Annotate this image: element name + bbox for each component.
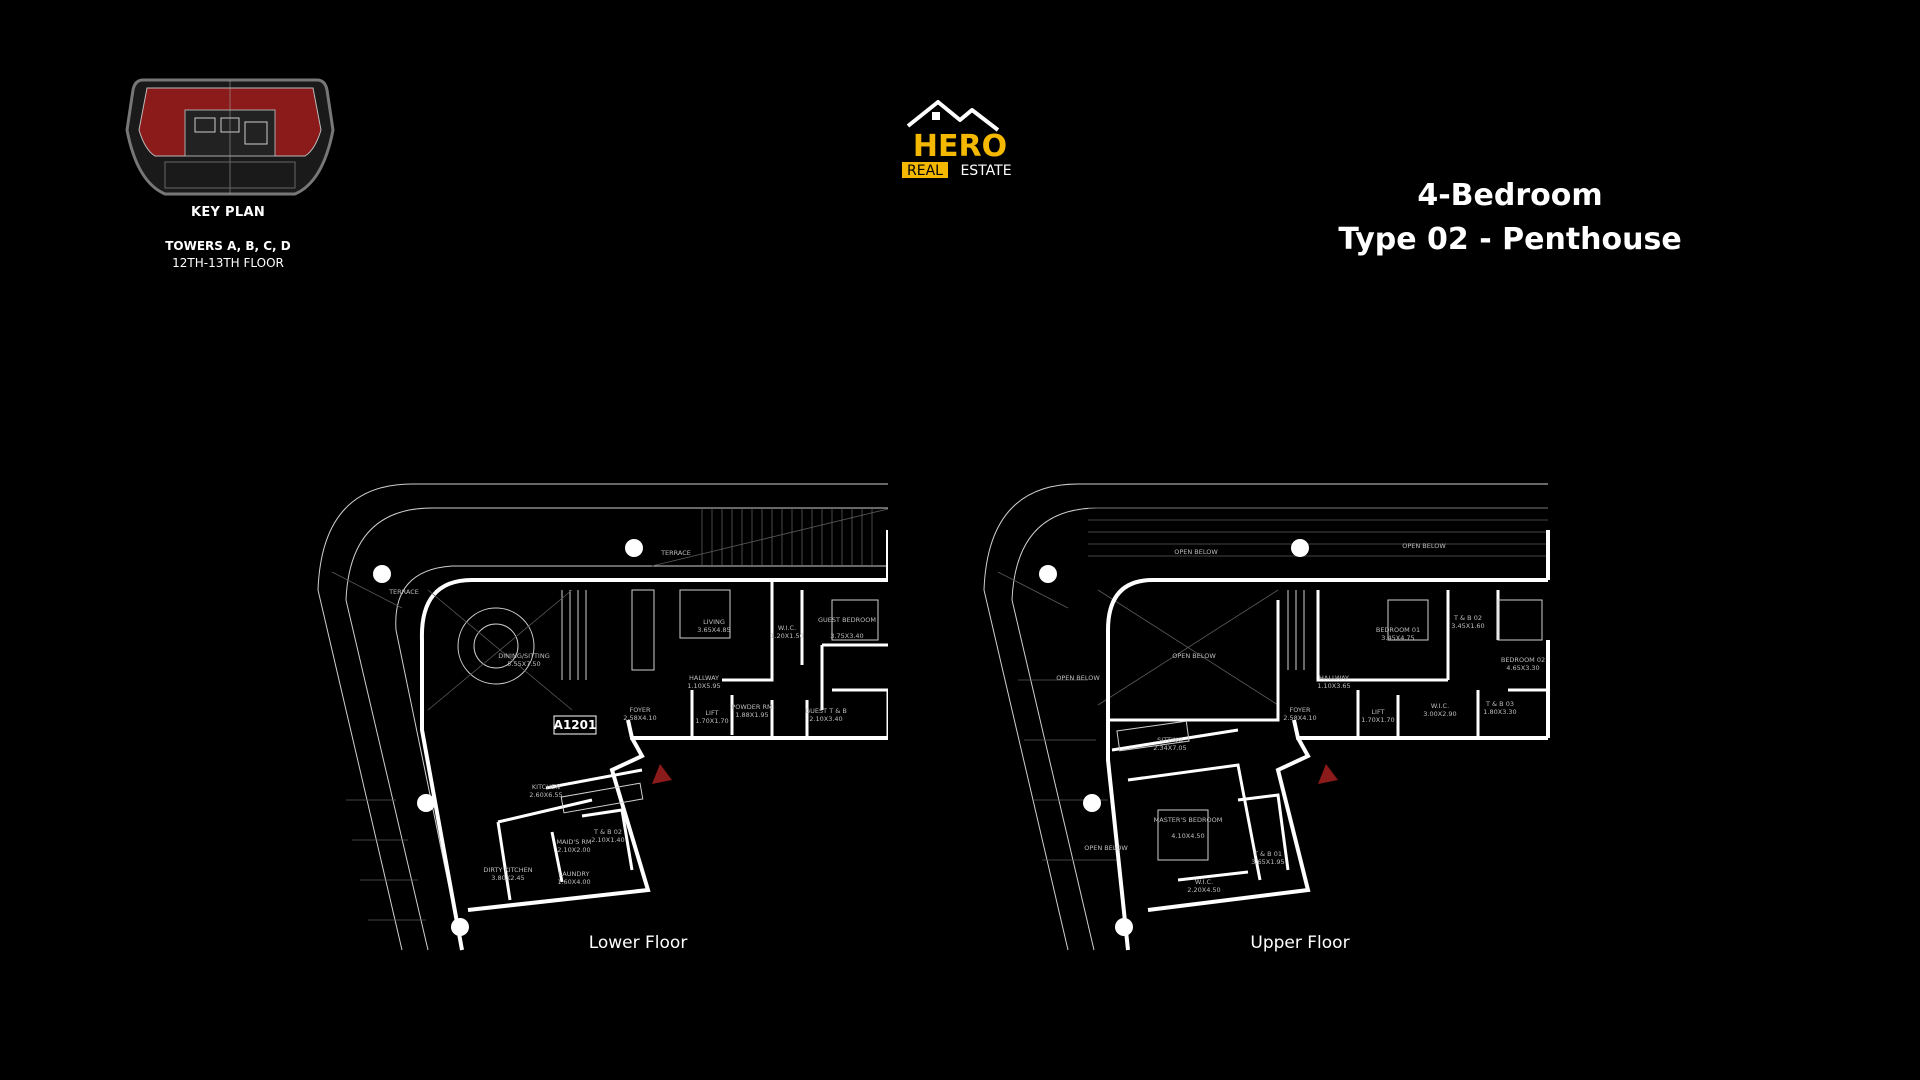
entry-marker-icon xyxy=(652,764,672,784)
svg-text:3.45X4.75: 3.45X4.75 xyxy=(1381,634,1414,642)
room-tb02: T & B 02 xyxy=(1453,614,1482,622)
room-tb02: T & B 02 xyxy=(593,828,622,836)
room-dirty-kitchen: DIRTY KITCHEN xyxy=(483,866,532,874)
svg-text:3.80X2.45: 3.80X2.45 xyxy=(491,874,524,882)
svg-text:1.70X1.70: 1.70X1.70 xyxy=(695,717,728,725)
upper-floor-label: Upper Floor xyxy=(1250,933,1350,953)
svg-text:1.88X1.95: 1.88X1.95 xyxy=(735,711,768,719)
terrace-hatch xyxy=(331,508,888,921)
unit-title: 4-Bedroom Type 02 - Penthouse xyxy=(1320,174,1700,262)
unit-title-line1: 4-Bedroom xyxy=(1417,178,1603,213)
svg-text:2.10X2.00: 2.10X2.00 xyxy=(557,846,590,854)
svg-text:1.10X5.95: 1.10X5.95 xyxy=(687,682,720,690)
house-roof-icon xyxy=(906,100,1000,132)
lower-columns xyxy=(373,539,643,936)
svg-text:1.10X3.65: 1.10X3.65 xyxy=(1317,682,1350,690)
lower-furniture xyxy=(457,589,879,814)
svg-text:3.65X1.95: 3.65X1.95 xyxy=(1251,858,1284,866)
room-hallway: HALLWAY xyxy=(689,674,719,682)
lower-interior-walls xyxy=(496,580,888,901)
svg-text:2.10X1.40: 2.10X1.40 xyxy=(591,836,624,844)
svg-text:1.20X1.50: 1.20X1.50 xyxy=(770,632,803,640)
svg-text:3.75X3.40: 3.75X3.40 xyxy=(830,632,863,640)
room-bedroom02: BEDROOM 02 xyxy=(1501,656,1545,664)
room-tb03: T & B 03 xyxy=(1485,700,1514,708)
upper-interior-walls xyxy=(1108,590,1548,882)
room-open-below-5: OPEN BELOW xyxy=(1084,844,1128,852)
upper-outer-slab-edge xyxy=(983,483,1548,951)
upper-exterior-walls xyxy=(1106,578,1548,951)
key-plan-towers: TOWERS A, B, C, D xyxy=(165,239,291,253)
key-plan-diagram xyxy=(125,78,335,196)
logo-hero-text: HERO xyxy=(913,129,1007,164)
svg-text:4.10X4.50: 4.10X4.50 xyxy=(1171,832,1204,840)
room-dining-sitting: DINING/SITTING xyxy=(498,652,549,660)
room-foyer: FOYER xyxy=(1289,706,1311,714)
room-sitting: SITTING xyxy=(1157,736,1183,744)
svg-text:1.60X4.00: 1.60X4.00 xyxy=(557,878,590,886)
svg-text:5.55X7.50: 5.55X7.50 xyxy=(507,660,540,668)
svg-text:1.80X3.30: 1.80X3.30 xyxy=(1483,708,1516,716)
svg-text:4.65X3.30: 4.65X3.30 xyxy=(1506,664,1539,672)
svg-text:2.20X4.50: 2.20X4.50 xyxy=(1187,886,1220,894)
svg-text:3.00X2.90: 3.00X2.90 xyxy=(1423,710,1456,718)
room-open-below-4: OPEN BELOW xyxy=(1056,674,1100,682)
room-hallway: HALLWAY xyxy=(1319,674,1349,682)
lower-room-labels: TERRACE TERRACE DINING/SITTING 5.55X7.50… xyxy=(388,549,876,886)
room-masters-bedroom: MASTER'S BEDROOM xyxy=(1154,816,1223,824)
room-lift: LIFT xyxy=(705,709,718,717)
upper-columns xyxy=(1039,539,1309,936)
room-lift: LIFT xyxy=(1371,708,1384,716)
svg-text:2.58X4.10: 2.58X4.10 xyxy=(623,714,656,722)
room-bedroom01: BEDROOM 01 xyxy=(1376,626,1420,634)
logo-estate-text: ESTATE xyxy=(960,163,1011,179)
room-wic: W.I.C. xyxy=(778,624,796,632)
key-plan-floor: 12TH-13TH FLOOR xyxy=(172,256,284,270)
lower-floor-label: Lower Floor xyxy=(588,933,688,953)
room-living: LIVING xyxy=(703,618,725,626)
svg-text:2.10X3.40: 2.10X3.40 xyxy=(809,715,842,723)
room-open-below-1: OPEN BELOW xyxy=(1174,548,1218,556)
svg-text:2.60X6.55: 2.60X6.55 xyxy=(529,791,562,799)
svg-text:3.65X4.85: 3.65X4.85 xyxy=(697,626,730,634)
room-terrace-west: TERRACE xyxy=(388,588,419,596)
room-open-below-2: OPEN BELOW xyxy=(1402,542,1446,550)
outer-slab-edge xyxy=(317,483,888,951)
room-foyer: FOYER xyxy=(629,706,651,714)
room-maids: MAID'S RM xyxy=(556,838,591,846)
svg-text:1.70X1.70: 1.70X1.70 xyxy=(1361,716,1394,724)
svg-text:2.58X4.10: 2.58X4.10 xyxy=(1283,714,1316,722)
upper-room-labels: OPEN BELOW OPEN BELOW OPEN BELOW OPEN BE… xyxy=(1056,542,1545,894)
room-laundry: LAUNDRY xyxy=(559,870,590,878)
key-plan-title: KEY PLAN xyxy=(190,205,266,220)
lower-exterior-walls xyxy=(419,578,888,951)
room-guest-tb: GUEST T & B xyxy=(805,707,847,715)
room-tb01: T & B 01 xyxy=(1253,850,1282,858)
unit-tag: A1201 xyxy=(554,718,597,732)
room-terrace-north: TERRACE xyxy=(660,549,691,557)
room-open-below-3: OPEN BELOW xyxy=(1172,652,1216,660)
unit-title-line2: Type 02 - Penthouse xyxy=(1338,222,1682,257)
hero-real-estate-logo: HERO REAL ESTATE xyxy=(902,100,1012,179)
svg-text:2.34X7.05: 2.34X7.05 xyxy=(1153,744,1186,752)
room-powder: POWDER RM xyxy=(731,703,772,711)
room-guest-bedroom: GUEST BEDROOM xyxy=(818,616,876,624)
upper-floor-plan: OPEN BELOW OPEN BELOW OPEN BELOW OPEN BE… xyxy=(983,483,1550,951)
svg-text:3.45X1.60: 3.45X1.60 xyxy=(1451,622,1484,630)
room-wic: W.I.C. xyxy=(1431,702,1449,710)
upper-entry-marker-icon xyxy=(1318,764,1338,784)
logo-real-text: REAL xyxy=(907,163,943,179)
room-kitchen: KITCHEN xyxy=(532,783,560,791)
lower-floor-plan: A1201 TERRACE TERRACE DINING/SITTING 5.5… xyxy=(317,483,888,951)
room-wic-master: W.I.C. xyxy=(1195,878,1213,886)
